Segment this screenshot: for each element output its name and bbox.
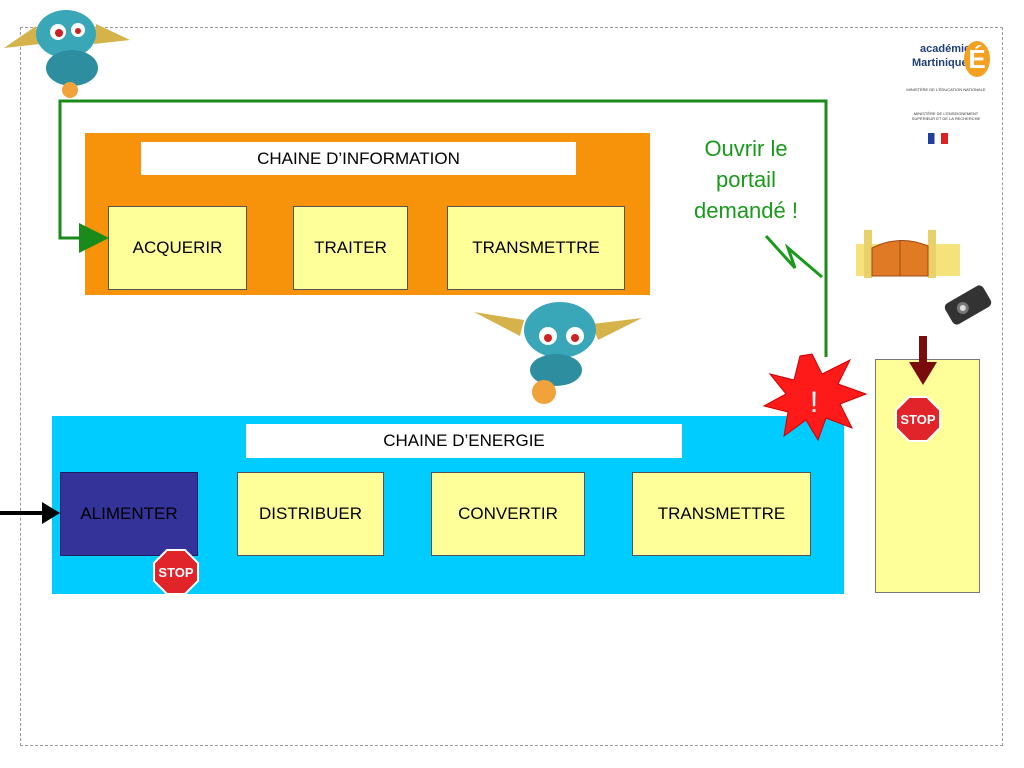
stop-sign-side: STOP xyxy=(895,396,941,442)
alert-burst-label: ! xyxy=(810,386,818,419)
block-acquerir: ACQUERIR xyxy=(108,206,247,290)
block-alimenter: ALIMENTER xyxy=(60,472,198,556)
logo-letter-icon: É xyxy=(964,41,990,77)
robot-mascot-icon-middle xyxy=(474,302,642,404)
power-input-arrow xyxy=(0,502,60,524)
block-alimenter-label: ALIMENTER xyxy=(80,504,178,523)
flag-icon xyxy=(928,133,948,144)
logo-line-2: Martinique xyxy=(912,57,968,69)
information-chain-panel: CHAINE D’INFORMATION ACQUERIR TRAITER TR… xyxy=(85,133,650,295)
logo-line-1: académie xyxy=(920,43,971,55)
alert-burst-icon: ! xyxy=(762,353,868,442)
feedback-flow-line xyxy=(58,99,828,357)
block-convertir: CONVERTIR xyxy=(431,472,585,556)
slide-frame xyxy=(20,27,1003,746)
academie-logo: académie Martinique É MINISTÈRE DE L’ÉDU… xyxy=(898,35,990,150)
order-callout: Ouvrir le portail demandé ! xyxy=(676,133,816,226)
energy-chain-title: CHAINE D’ENERGIE xyxy=(246,424,682,458)
callout-line-1: Ouvrir le xyxy=(704,136,788,161)
gate-icon xyxy=(856,230,960,278)
block-transmettre-info: TRANSMETTRE xyxy=(447,206,625,290)
block-transmettre-energie: TRANSMETTRE xyxy=(632,472,811,556)
stop-sign-alimenter: STOP xyxy=(153,549,199,595)
logo-ministry-2: MINISTÈRE DE L’ENSEIGNEMENT SUPÉRIEUR ET… xyxy=(911,111,981,121)
energy-chain-panel: CHAINE D’ENERGIE ALIMENTER DISTRIBUER CO… xyxy=(52,416,844,594)
remote-control-icon xyxy=(944,285,992,325)
down-arrow-icon xyxy=(909,336,937,385)
block-traiter: TRAITER xyxy=(293,206,408,290)
stop-sign-side-label: STOP xyxy=(900,412,935,427)
lightning-icon xyxy=(764,234,823,279)
logo-ministry-1: MINISTÈRE DE L’ÉDUCATION NATIONALE xyxy=(906,87,986,92)
block-distribuer: DISTRIBUER xyxy=(237,472,384,556)
stop-sign-alimenter-label: STOP xyxy=(158,565,193,580)
information-chain-title: CHAINE D’INFORMATION xyxy=(141,142,576,175)
callout-line-2: portail xyxy=(716,167,776,192)
robot-mascot-icon-top xyxy=(4,10,130,98)
callout-line-3: demandé ! xyxy=(694,198,798,223)
